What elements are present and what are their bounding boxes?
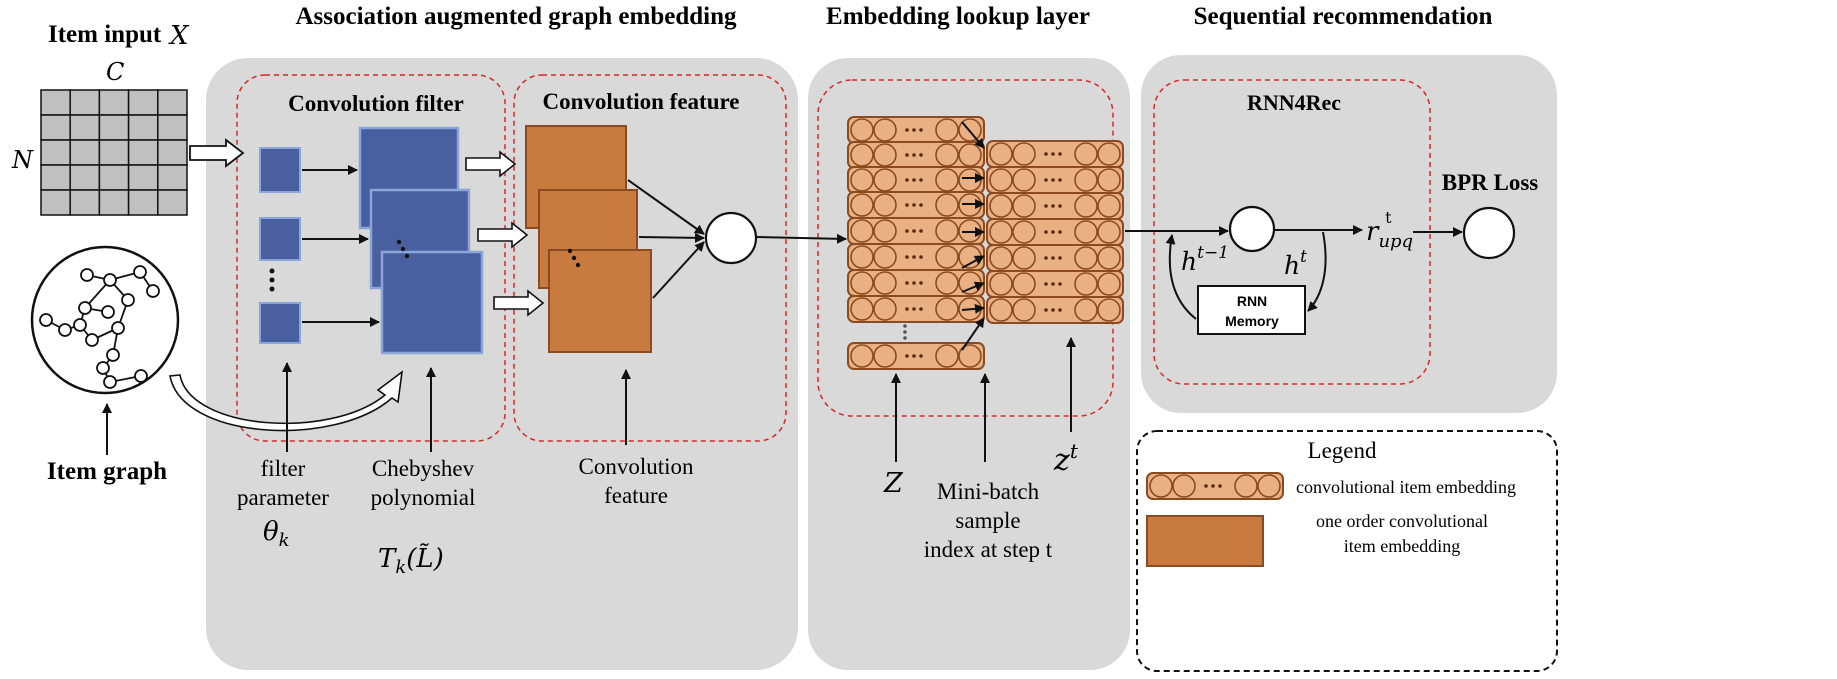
arrow-feature-to-node-3 [652,241,705,299]
item-graph-circle [30,245,180,395]
h-prev-symbol: ht−1 [1181,243,1229,276]
lookup-arrows [961,121,985,351]
section-title-sequential: Sequential recommendation [1194,3,1493,30]
panel-association [206,58,798,670]
arrow-node-to-memory [1307,231,1327,312]
filter-square-2 [259,217,301,261]
hollow-arrow-input [189,138,245,168]
filter-label-2: parameter [237,485,329,510]
rnn-memory-label-2: Memory [1225,313,1279,329]
chebyshev-symbol: Tk(L̃) [378,543,444,578]
item-input-matrix [40,89,188,216]
legend-bead-swatch [1146,472,1284,500]
matrix-cell [69,189,101,216]
matrix-cell [98,139,130,166]
mini-batch-label-2: sample [955,508,1020,533]
rnn-memory-box [1197,285,1306,335]
matrix-cell [69,114,101,141]
rnn-memory-label-1: RNN [1237,293,1267,309]
r-upq-symbol: rupqt [1366,208,1413,252]
matrix-cell [127,139,159,166]
matrix-cell [157,89,188,116]
section-title-item-input: Item input [48,21,162,48]
matrix-cell [157,114,188,141]
matrix-cell [127,89,159,116]
hollow-curved-arrow [169,370,404,432]
feature-ellipsis [567,248,581,268]
matrix-cell [40,139,71,166]
conv-filter-title: Convolution filter [288,91,464,116]
matrix-rows-symbol: N [11,146,34,174]
dashed-box-conv-filter [236,74,506,442]
item-graph-label: Item graph [47,458,167,485]
matrix-cell [157,189,188,216]
mini-batch-label-3: index at step t [924,537,1053,562]
matrix-cell [98,114,130,141]
chebyshev-square-3 [380,250,484,355]
conv-feature-title: Convolution feature [543,89,740,114]
matrix-cell [40,164,71,191]
legend-item-2-line-2: item embedding [1344,536,1460,556]
matrix-cell [40,114,71,141]
filter-square-1 [259,147,301,193]
arrow-to-lookup [755,233,847,244]
arrow-memory-to-node [1165,234,1197,320]
rnn-title: RNN4Rec [1247,90,1341,115]
matrix-cols-symbol: C [106,58,124,86]
matrix-cell [157,164,188,191]
filter-square-3 [259,302,301,344]
matrix-cell [127,114,159,141]
matrix-cell [98,89,130,116]
matrix-cell [69,89,101,116]
feature-square-3 [548,249,652,353]
zt-symbol: zt [1053,439,1079,478]
legend-item-1: convolutional item embedding [1296,477,1516,497]
Z-symbol: Z [883,468,904,499]
legend-item-2-line-1: one order convolutional [1316,511,1488,531]
chebyshev-ellipsis [396,239,410,259]
item-input-symbol: X [168,21,190,51]
matrix-cell [40,189,71,216]
item-graph-network [39,265,160,389]
matrix-cell [98,189,130,216]
matrix-cell [69,164,101,191]
matrix-cell [127,189,159,216]
matrix-cell [69,139,101,166]
hollow-arrow-feature-2 [477,221,529,249]
rnn-node [1228,205,1276,253]
legend-title: Legend [1308,438,1377,463]
filter-label-1: filter [261,456,306,481]
arrow-feature-to-node-2 [638,232,705,243]
matrix-cell [157,139,188,166]
bpr-loss-label: BPR Loss [1442,170,1539,195]
conv-feature-label-1: Convolution [578,454,694,479]
filter-ellipsis [269,268,275,292]
bpr-node [1462,206,1516,260]
embedding-table-right [986,140,1124,324]
conv-feature-label-2: feature [604,483,668,508]
mini-batch-label-1: Mini-batch [937,479,1040,504]
h-cur-symbol: ht [1284,247,1307,280]
matrix-cell [127,164,159,191]
arrow-feature-to-node-1 [627,179,705,235]
matrix-cell [98,164,130,191]
chebyshev-label-1: Chebyshev [372,456,475,481]
filter-symbol: θk [263,517,290,551]
hollow-arrow-feature-3 [493,289,545,317]
matrix-cell [40,89,71,116]
hollow-arrow-feature-1 [465,150,517,178]
embedding-left-ellipsis [903,324,907,340]
dashed-box-conv-feature [513,74,787,442]
aggregate-node [704,211,758,265]
section-title-embedding-lookup: Embedding lookup layer [826,3,1090,30]
legend-orange-swatch [1146,515,1264,567]
chebyshev-label-2: polynomial [371,485,476,510]
section-title-association: Association augmented graph embedding [295,3,737,30]
